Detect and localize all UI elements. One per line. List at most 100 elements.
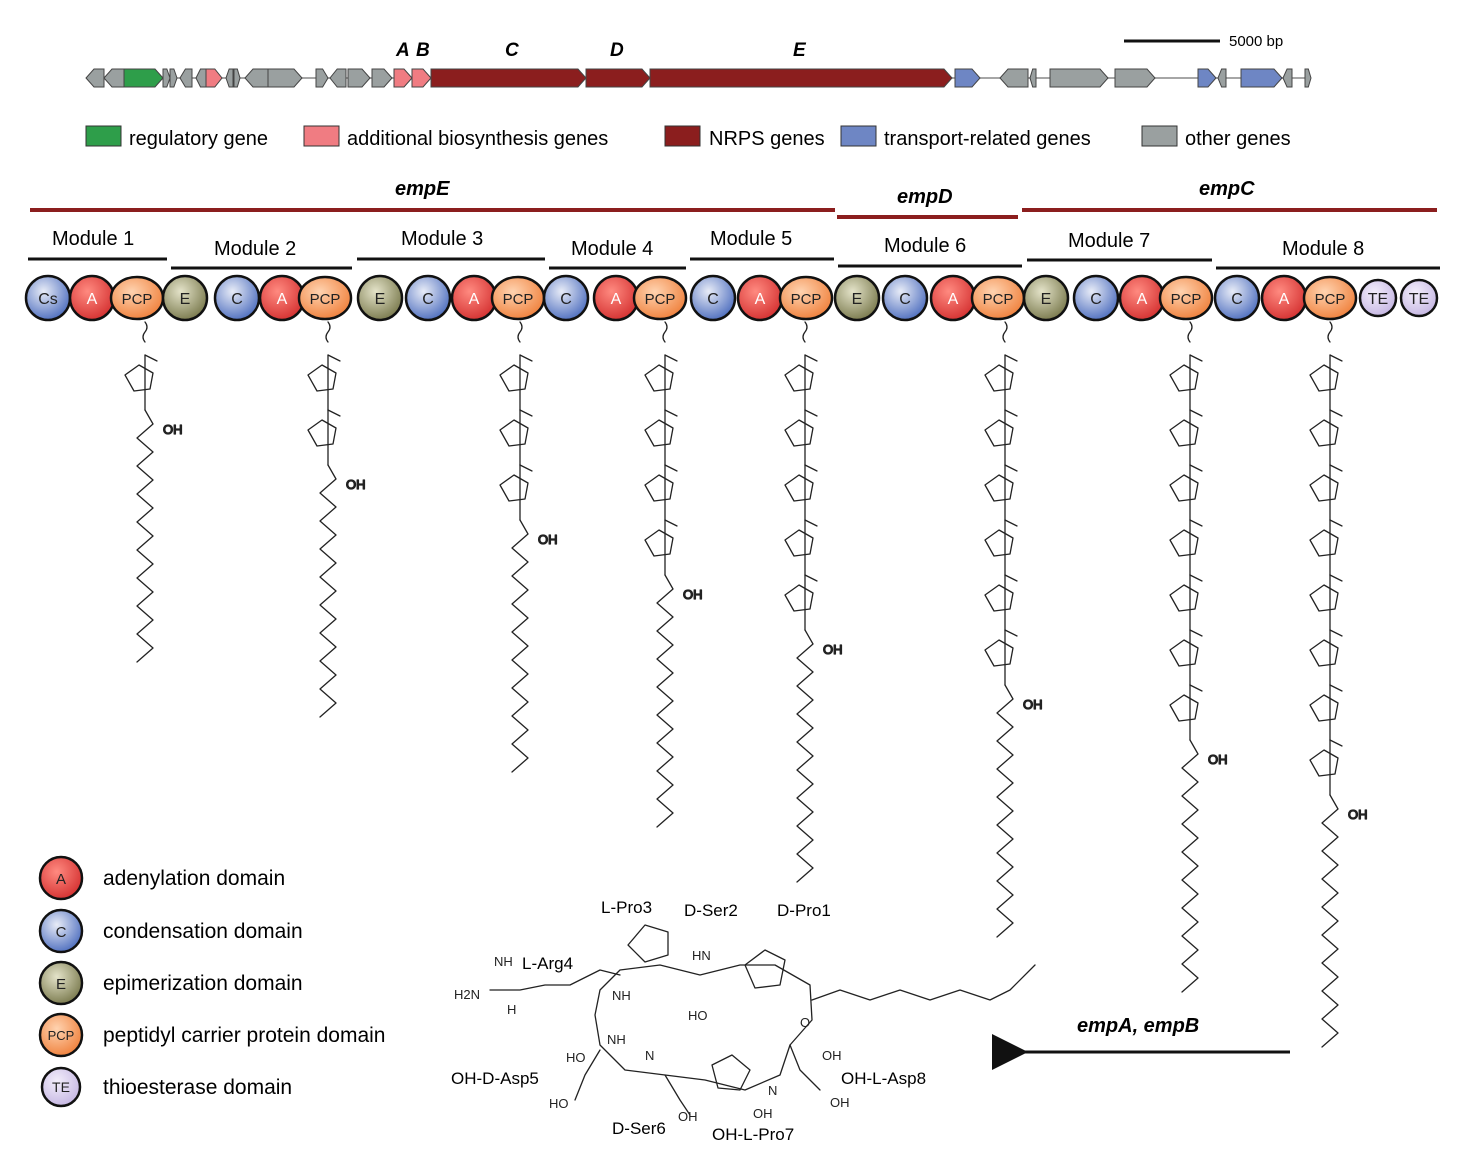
- domain-c-26: C: [1213, 274, 1261, 322]
- svg-text:PCP: PCP: [1315, 291, 1346, 308]
- gene-arrow: [329, 68, 347, 88]
- svg-text:A: A: [611, 291, 622, 308]
- module-label-5: Module 5: [710, 228, 792, 250]
- svg-text:E: E: [852, 291, 863, 308]
- legend-domain-label-PCP: peptidyl carrier protein domain: [103, 1024, 385, 1047]
- gene-arrow: [1114, 68, 1156, 88]
- domain-a-24: A: [1118, 274, 1166, 322]
- gene-arrow: [393, 68, 413, 88]
- residue-label-OH-D-Asp5: OH-D-Asp5: [451, 1069, 539, 1088]
- module-label-1: Module 1: [52, 228, 134, 250]
- svg-text:PCP: PCP: [310, 291, 341, 308]
- domain-pcp-11: PCP: [490, 275, 546, 321]
- svg-text:A: A: [755, 291, 766, 308]
- svg-text:OH: OH: [683, 587, 703, 602]
- svg-text:OH: OH: [823, 642, 843, 657]
- svg-text:OH: OH: [1023, 697, 1043, 712]
- gene-arrow: [225, 68, 234, 88]
- domain-e-8: E: [356, 274, 404, 322]
- legend-swatch-other: [1141, 125, 1178, 147]
- svg-text:O: O: [800, 1015, 810, 1030]
- residue-label-L-Arg4: L-Arg4: [522, 954, 573, 973]
- svg-text:H2N: H2N: [454, 987, 480, 1002]
- gene-label-D: D: [610, 40, 624, 61]
- legend-label-transport: transport-related genes: [884, 128, 1091, 150]
- intermediate-1: OH: [124, 321, 183, 663]
- svg-text:A: A: [469, 291, 480, 308]
- intermediate-5: OH: [784, 321, 843, 883]
- gene-arrow: [430, 68, 587, 88]
- gene-arrow: [315, 68, 329, 88]
- domain-c-19: C: [881, 274, 929, 322]
- gene-label-B: B: [416, 40, 430, 61]
- domain-c-23: C: [1072, 274, 1120, 322]
- svg-text:OH: OH: [753, 1106, 773, 1121]
- legend-domain-E: E epimerization domain: [38, 960, 303, 1006]
- legend-domain-PCP: PCP peptidyl carrier protein domain: [38, 1012, 385, 1058]
- svg-text:PCP: PCP: [503, 291, 534, 308]
- svg-text:OH: OH: [346, 477, 366, 492]
- svg-text:N: N: [645, 1048, 654, 1063]
- svg-text:Cs: Cs: [38, 291, 58, 308]
- legend-domain-label-E: epimerization domain: [103, 972, 303, 995]
- gene-arrow: [195, 68, 207, 88]
- module-label-6: Module 6: [884, 235, 966, 257]
- domain-e-4: E: [161, 274, 209, 322]
- svg-text:A: A: [1137, 291, 1148, 308]
- intermediate-4: OH: [644, 321, 703, 828]
- svg-text:E: E: [1041, 291, 1052, 308]
- svg-text:A: A: [948, 291, 959, 308]
- domain-a-16: A: [736, 274, 784, 322]
- svg-text:TE: TE: [1368, 291, 1388, 308]
- svg-text:E: E: [56, 976, 66, 993]
- domain-legend: A adenylation domain C condensation doma…: [38, 855, 385, 1108]
- legend-label-regulatory: regulatory gene: [129, 128, 268, 150]
- svg-text:E: E: [180, 291, 191, 308]
- domain-pcp-28: PCP: [1302, 275, 1358, 321]
- module-label-4: Module 4: [571, 238, 653, 260]
- module-label-7: Module 7: [1068, 230, 1150, 252]
- gene-arrow: [244, 68, 269, 88]
- svg-text:H: H: [507, 1002, 516, 1017]
- residue-label-L-Pro3: L-Pro3: [601, 898, 652, 917]
- intermediate-7: OH: [1169, 321, 1228, 993]
- domain-c-12: C: [542, 274, 590, 322]
- intermediate-3: OH: [499, 321, 558, 773]
- legend-label-nrps: NRPS genes: [709, 128, 825, 150]
- domain-a-2: A: [68, 274, 116, 322]
- svg-text:OH: OH: [822, 1048, 842, 1063]
- svg-text:PCP: PCP: [791, 291, 822, 308]
- module-labels: Module 1 Module 2 Module 3 Module 4 Modu…: [28, 228, 1440, 270]
- gene-arrow: [1217, 68, 1227, 88]
- gene-arrow: [999, 68, 1029, 88]
- legend-domain-label-TE: thioesterase domain: [103, 1076, 292, 1099]
- domain-a-13: A: [592, 274, 640, 322]
- svg-text:PCP: PCP: [48, 1028, 75, 1043]
- svg-text:PCP: PCP: [983, 291, 1014, 308]
- svg-text:N: N: [768, 1083, 777, 1098]
- legend-domain-TE: TE thioesterase domain: [40, 1066, 292, 1108]
- svg-text:C: C: [1090, 291, 1102, 308]
- domain-a-20: A: [929, 274, 977, 322]
- gene-arrow: [585, 68, 651, 88]
- gene-label-C: C: [505, 40, 519, 61]
- gene-arrow: [162, 68, 171, 88]
- svg-text:A: A: [56, 871, 66, 888]
- domain-a-10: A: [450, 274, 498, 322]
- residue-label-D-Ser6: D-Ser6: [612, 1119, 666, 1138]
- domain-a-27: A: [1260, 274, 1308, 322]
- protein-label-empD: empD: [897, 186, 953, 208]
- svg-text:NH: NH: [612, 988, 631, 1003]
- module-label-2: Module 2: [214, 238, 296, 260]
- legend-domain-A: A adenylation domain: [38, 855, 285, 901]
- gene-arrow: [1240, 68, 1283, 88]
- svg-text:A: A: [1279, 291, 1290, 308]
- svg-text:OH: OH: [1348, 807, 1368, 822]
- svg-text:PCP: PCP: [645, 291, 676, 308]
- svg-text:TE: TE: [52, 1079, 70, 1095]
- svg-text:HN: HN: [692, 948, 711, 963]
- gene-arrow: [267, 68, 303, 88]
- domain-e-22: E: [1022, 274, 1070, 322]
- svg-text:OH: OH: [830, 1095, 850, 1110]
- gene-arrow: [205, 68, 223, 88]
